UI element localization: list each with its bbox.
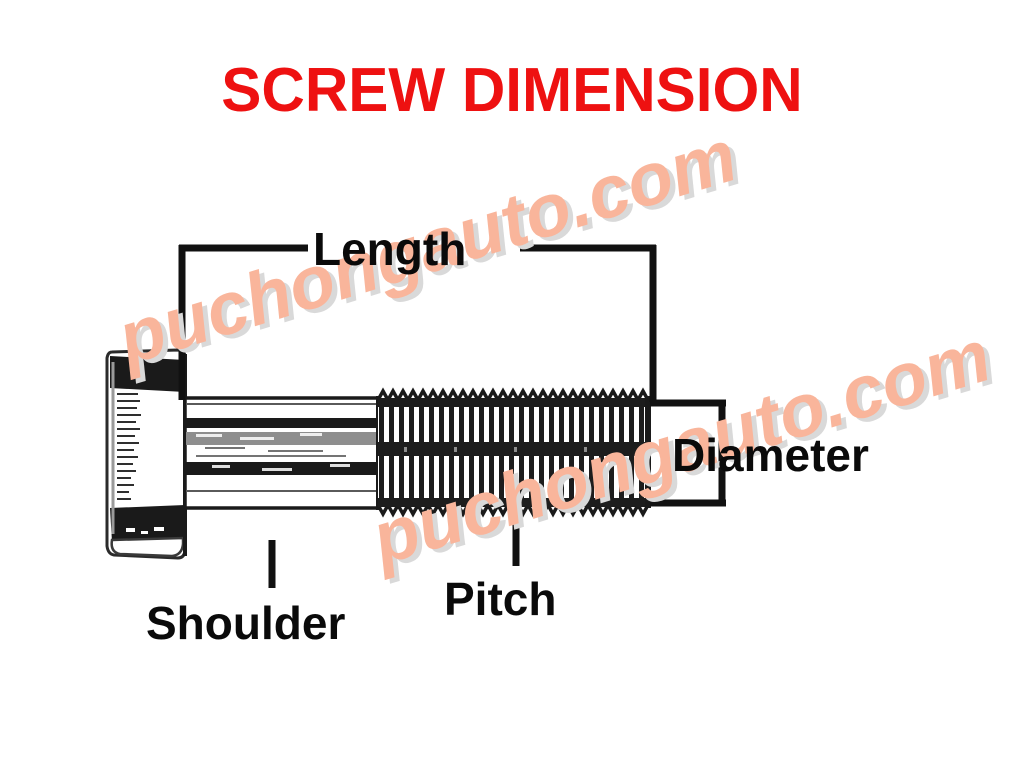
bolt-threads [376, 387, 651, 518]
label-diameter: Diameter [672, 429, 869, 481]
label-shoulder: Shoulder [146, 597, 346, 649]
length-dimension-line [178, 244, 657, 402]
page-title: SCREW DIMENSION [221, 56, 803, 125]
diameter-dimension-line [650, 399, 726, 507]
label-pitch: Pitch [444, 573, 557, 625]
label-length: Length [313, 223, 467, 275]
bolt-head [105, 348, 187, 560]
bolt-shank [183, 396, 380, 510]
